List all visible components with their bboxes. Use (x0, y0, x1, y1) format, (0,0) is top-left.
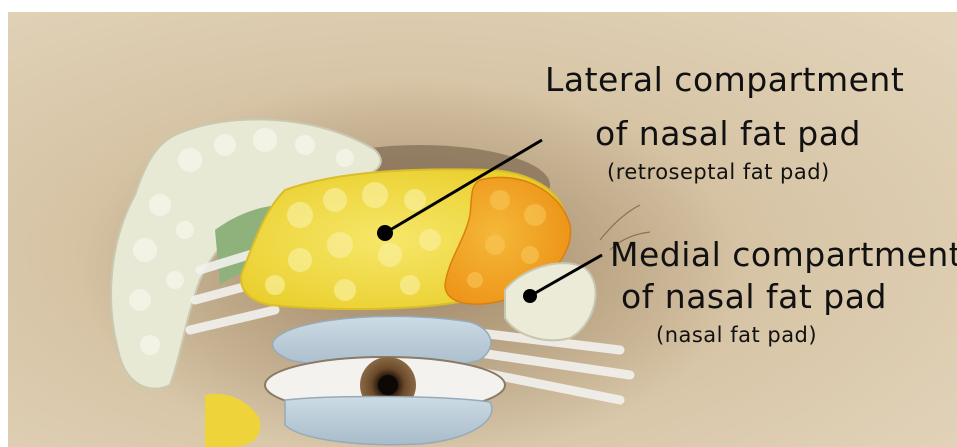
pupil (378, 375, 398, 395)
medial-label-note: (nasal fat pad) (656, 325, 817, 346)
medial-label-line1: Medial compartment (610, 238, 957, 271)
medial-marker-dot (523, 289, 537, 303)
lateral-marker-dot (377, 225, 393, 241)
lateral-label-line1: Lateral compartment (545, 63, 904, 96)
lateral-label-note: (retroseptal fat pad) (607, 162, 830, 183)
medial-label-line2: of nasal fat pad (621, 280, 887, 313)
lateral-label-line2: of nasal fat pad (595, 117, 861, 150)
